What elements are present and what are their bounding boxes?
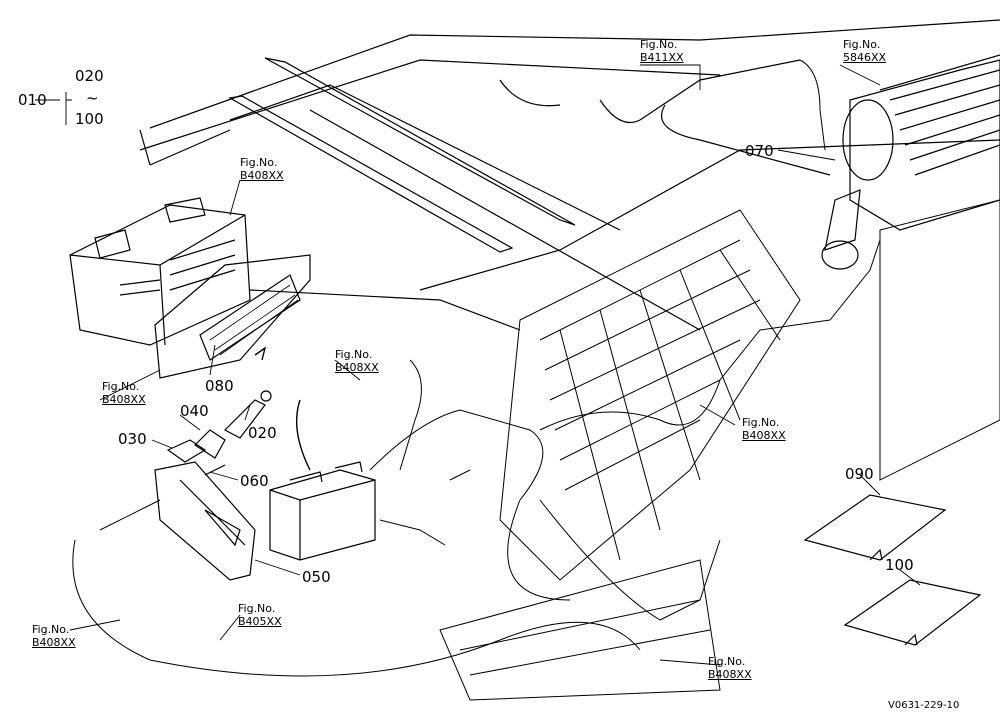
label-050: 050 bbox=[302, 568, 331, 586]
label-070: 070 bbox=[745, 142, 774, 160]
figref-label: Fig.No. bbox=[240, 156, 278, 169]
figref-label: Fig.No. bbox=[102, 380, 140, 393]
figref-number: B408XX bbox=[335, 361, 379, 374]
figref-label: Fig.No. bbox=[742, 416, 780, 429]
label-060: 060 bbox=[240, 472, 269, 490]
figref-number: B408XX bbox=[240, 169, 284, 182]
air-cleaner bbox=[821, 54, 1000, 270]
figref-label: Fig.No. bbox=[640, 38, 678, 51]
figref-label: Fig.No. bbox=[708, 655, 746, 668]
figref-label: Fig.No. bbox=[335, 348, 373, 361]
label-040: 040 bbox=[180, 402, 209, 420]
slot-2 bbox=[228, 95, 514, 253]
figref-number: B405XX bbox=[238, 615, 282, 628]
label-100: 100 bbox=[885, 556, 914, 574]
slot-1 bbox=[264, 57, 576, 226]
label-010: 010 bbox=[18, 91, 47, 109]
figref-b408-bottom: Fig.No. B408XX bbox=[708, 655, 752, 681]
label-100-range: 100 bbox=[75, 110, 104, 128]
sheet-100 bbox=[843, 579, 982, 646]
figref-label: Fig.No. bbox=[32, 623, 70, 636]
fuse-cover bbox=[154, 254, 311, 379]
drawing-code: V0631-229-10 bbox=[888, 700, 960, 711]
figref-number: B408XX bbox=[742, 429, 786, 442]
figref-b408-right: Fig.No. B408XX bbox=[742, 416, 786, 442]
label-020: 020 bbox=[248, 424, 277, 442]
figref-5846: Fig.No. 5846XX bbox=[843, 38, 886, 64]
figref-label: Fig.No. bbox=[238, 602, 276, 615]
relay-box bbox=[269, 461, 376, 561]
figref-b408-left: Fig.No. B408XX bbox=[32, 623, 76, 649]
figref-label: Fig.No. bbox=[843, 38, 881, 51]
label-020-range: 020 bbox=[75, 67, 104, 85]
figref-number: B408XX bbox=[102, 393, 146, 406]
label-080: 080 bbox=[205, 377, 234, 395]
leader-lines bbox=[35, 64, 921, 666]
figref-b408-harness: Fig.No. B408XX bbox=[335, 348, 379, 374]
figref-number: B411XX bbox=[640, 51, 684, 64]
grille bbox=[439, 199, 1000, 701]
wiring-harness bbox=[72, 59, 881, 677]
figref-number: B408XX bbox=[708, 668, 752, 681]
label-090: 090 bbox=[845, 465, 874, 483]
sheet-090 bbox=[803, 494, 947, 561]
figref-number: 5846XX bbox=[843, 51, 887, 64]
fuse-box bbox=[69, 197, 251, 346]
figref-b405: Fig.No. B405XX bbox=[238, 602, 282, 628]
small-parts bbox=[166, 390, 272, 476]
label-030: 030 bbox=[118, 430, 147, 448]
figref-b411: Fig.No. B411XX bbox=[640, 38, 684, 64]
figref-b408-fusebox: Fig.No. B408XX bbox=[240, 156, 284, 182]
figref-number: B408XX bbox=[32, 636, 76, 649]
label-range-tilde: ~ bbox=[86, 89, 99, 107]
switch-panel bbox=[154, 461, 256, 581]
figref-b408-cover: Fig.No. B408XX bbox=[102, 380, 146, 406]
